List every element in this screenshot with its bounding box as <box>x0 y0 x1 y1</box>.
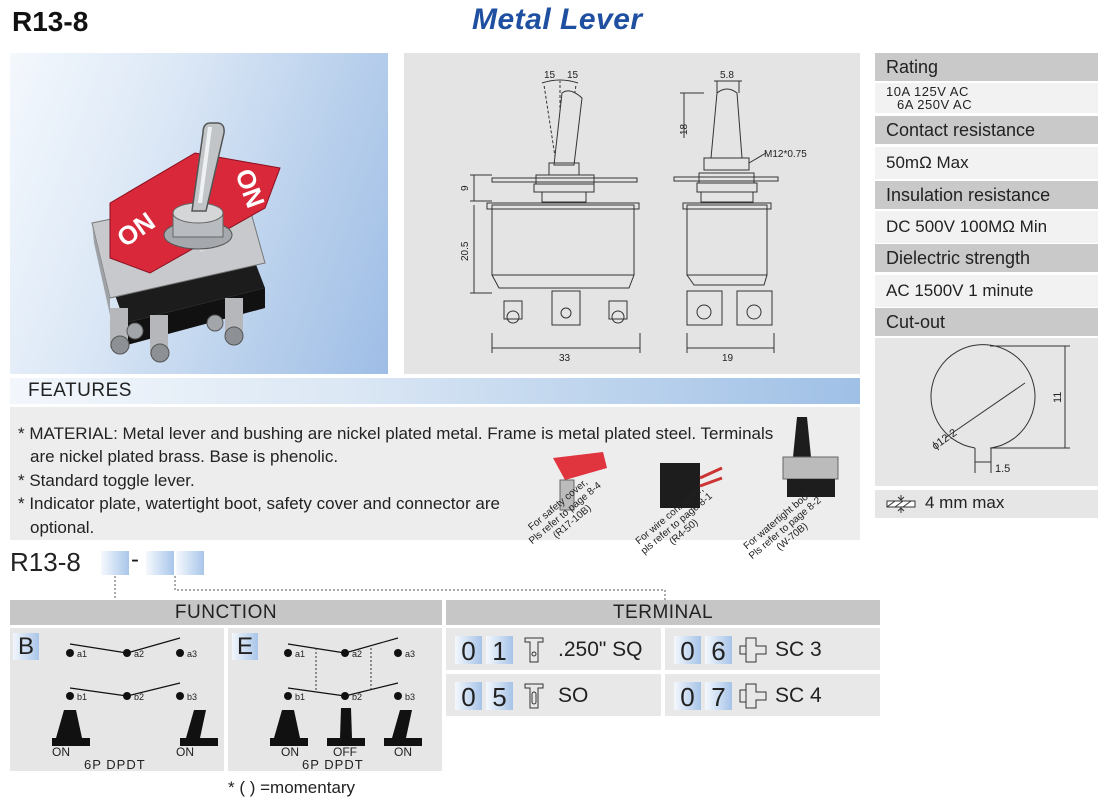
rating-line-1: 10A 125V AC <box>886 84 969 99</box>
contact-a2: a2 <box>134 649 144 659</box>
rating-values: 10A 125V AC 6A 250V AC <box>875 83 1098 113</box>
terminal-header: TERMINAL <box>446 600 880 625</box>
terminal-06-label: SC 3 <box>775 638 822 661</box>
feature-line-1: * MATERIAL: Metal lever and bushing are … <box>18 424 774 443</box>
terminal-code-box-1 <box>146 551 174 575</box>
watertight-boot-image <box>782 417 839 497</box>
terminal-07-label: SC 4 <box>775 684 822 707</box>
screw-terminal-sc4-icon <box>739 683 767 709</box>
function-b-diagram: a1 a2 a3 b1 b2 b3 <box>52 637 218 746</box>
terminal-07-digit-1: 0 <box>674 682 701 712</box>
contact-b1: b1 <box>77 692 87 702</box>
toggle-switch-illustration: ON ON OFF <box>91 122 281 363</box>
function-e-off: OFF <box>333 745 357 759</box>
dim-angle-right: 15 <box>567 70 579 81</box>
solder-terminal-icon <box>524 683 544 709</box>
function-b-on-right: ON <box>176 745 194 759</box>
ordering-code: R13-8 <box>10 547 81 577</box>
quick-connect-terminal-icon <box>524 637 544 663</box>
contact-e-b1: b1 <box>295 692 305 702</box>
insulation-resistance-label: Insulation resistance <box>875 181 1098 209</box>
terminal-07-digit-2: 7 <box>705 682 732 712</box>
dim-33: 33 <box>559 353 571 364</box>
contact-e-a1: a1 <box>295 649 305 659</box>
dim-18: 18 <box>679 123 690 135</box>
terminal-05-label: SO <box>558 684 589 707</box>
dim-20-5: 20.5 <box>460 241 471 261</box>
insulation-resistance-value: DC 500V 100MΩ Min <box>875 211 1098 243</box>
contact-a1: a1 <box>77 649 87 659</box>
cutout-diagram: ϕ12.2 11 1.5 <box>930 344 1070 475</box>
features-bar <box>10 378 860 404</box>
function-e-caption: 6P DPDT <box>302 757 364 772</box>
feature-line-5: optional. <box>30 518 95 537</box>
terminal-01-digit-1: 0 <box>455 636 482 666</box>
contact-resistance-value: 50mΩ Max <box>875 147 1098 179</box>
function-b-caption: 6P DPDT <box>84 757 146 772</box>
dim-thread: M12*0.75 <box>764 149 807 160</box>
terminal-05-digit-1: 0 <box>455 682 482 712</box>
features-box <box>10 407 860 540</box>
cutout-diameter: ϕ12.2 <box>930 427 959 453</box>
product-photo: ON ON OFF <box>10 53 388 374</box>
contact-b3: b3 <box>187 692 197 702</box>
dim-19: 19 <box>722 353 734 364</box>
dim-5-8: 5.8 <box>720 70 734 81</box>
rating-label: Rating <box>875 53 1098 81</box>
cutout-height: 11 <box>1052 392 1064 403</box>
dim-angle-left: 15 <box>544 70 556 81</box>
terminal-01-digit-2: 1 <box>486 636 513 666</box>
function-b-letter: B <box>13 633 39 660</box>
dim-9: 9 <box>460 185 471 191</box>
wire-connector-image <box>660 463 723 508</box>
dielectric-strength-label: Dielectric strength <box>875 244 1098 272</box>
feature-line-2: are nickel plated brass. Base is phenoli… <box>30 447 339 466</box>
feature-line-4: * Indicator plate, watertight boot, safe… <box>18 494 500 513</box>
contact-resistance-label: Contact resistance <box>875 116 1098 144</box>
momentary-note: * ( ) =momentary <box>228 778 356 797</box>
terminal-06-digit-1: 0 <box>674 636 701 666</box>
screw-terminal-sc3-icon <box>739 637 767 663</box>
function-b-on-left: ON <box>52 745 70 759</box>
page-title: Metal Lever <box>472 3 643 36</box>
dimension-drawing: 15 15 9 20.5 33 5.8 18 M12*0.75 19 <box>460 70 807 364</box>
terminal-05-digit-2: 5 <box>486 682 513 712</box>
function-e-on-right: ON <box>394 745 412 759</box>
function-code-box <box>101 551 129 575</box>
terminal-01-label: .250" SQ <box>558 638 643 661</box>
features-title: FEATURES <box>28 380 132 401</box>
dielectric-strength-value: AC 1500V 1 minute <box>875 275 1098 307</box>
feature-line-3: * Standard toggle lever. <box>18 471 195 490</box>
contact-e-a3: a3 <box>405 649 415 659</box>
function-e-on-left: ON <box>281 745 299 759</box>
rating-line-2: 6A 250V AC <box>897 97 973 112</box>
cutout-label: Cut-out <box>875 308 1098 336</box>
function-e-letter: E <box>232 633 258 660</box>
panel-thickness-row: 4 mm max <box>875 490 1098 518</box>
terminal-06-digit-2: 6 <box>705 636 732 666</box>
function-header: FUNCTION <box>10 600 442 625</box>
ordering-dash: - <box>131 546 139 573</box>
model-number: R13-8 <box>12 6 89 37</box>
contact-e-b2: b2 <box>352 692 362 702</box>
cutout-width: 1.5 <box>995 463 1010 475</box>
panel-thickness-value: 4 mm max <box>925 493 1005 512</box>
contact-b2: b2 <box>134 692 144 702</box>
function-e-diagram: a1 a2 a3 b1 b2 b3 <box>270 637 422 746</box>
contact-e-b3: b3 <box>405 692 415 702</box>
technical-drawing: 15 15 9 20.5 33 5.8 18 M12*0.75 19 <box>404 53 860 374</box>
cutout-drawing: ϕ12.2 11 1.5 <box>875 338 1098 486</box>
safety-cover-image <box>553 452 607 511</box>
terminal-code-box-2 <box>176 551 204 575</box>
panel-thickness-icon <box>886 495 916 513</box>
contact-a3: a3 <box>187 649 197 659</box>
contact-e-a2: a2 <box>352 649 362 659</box>
